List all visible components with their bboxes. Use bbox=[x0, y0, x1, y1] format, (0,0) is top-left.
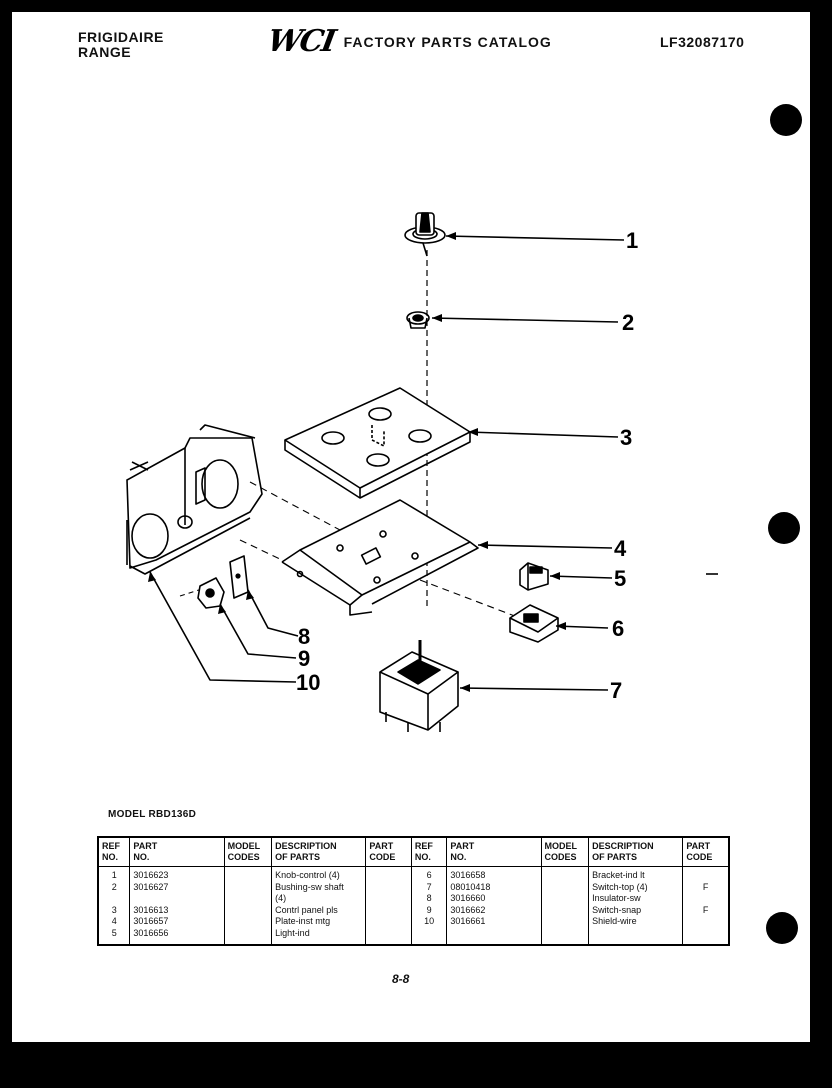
right-descriptions: Bracket-ind lt Switch-top (4) Insulator-… bbox=[588, 866, 684, 945]
page-number: 8-8 bbox=[392, 972, 410, 986]
model-label: MODEL RBD136D bbox=[108, 809, 197, 820]
table-row: 1 2 3 4 5 3016623 3016627 3016613 301665… bbox=[97, 866, 730, 945]
catalog-header: WCI FACTORY PARTS CATALOG bbox=[265, 24, 552, 59]
header-part-code-2: PART CODE bbox=[682, 836, 730, 867]
callout-2: 2 bbox=[622, 310, 634, 335]
callout-6: 6 bbox=[612, 616, 624, 641]
header-ref-no: REF NO. bbox=[97, 836, 131, 867]
callout-4: 4 bbox=[614, 536, 627, 561]
left-model-codes bbox=[223, 866, 273, 945]
header-part-no-2: PART NO. bbox=[446, 836, 542, 867]
right-ref-numbers: 6 7 8 9 10 bbox=[410, 866, 448, 945]
brand-block: FRIGIDAIRE RANGE bbox=[78, 30, 164, 60]
left-descriptions: Knob-control (4) Bushing-sw shaft (4) Co… bbox=[271, 866, 367, 945]
part-insulator bbox=[229, 555, 249, 599]
part-indicator-light bbox=[519, 562, 549, 591]
part-shield-bracket bbox=[126, 424, 263, 575]
part-control-panel bbox=[284, 387, 471, 499]
leader-lines bbox=[149, 235, 625, 691]
callout-9: 9 bbox=[298, 646, 310, 671]
exploded-parts-diagram: 1 2 3 4 5 6 7 8 9 10 bbox=[126, 212, 718, 732]
right-part-codes: F F bbox=[682, 866, 730, 945]
binder-hole-top bbox=[770, 104, 802, 136]
header-part-code: PART CODE bbox=[365, 836, 412, 867]
header-description: DESCRIPTION OF PARTS bbox=[271, 836, 367, 867]
part-bushing bbox=[406, 311, 430, 329]
left-part-codes bbox=[365, 866, 412, 945]
left-part-numbers: 3016623 3016627 3016613 3016657 3016656 bbox=[129, 866, 225, 945]
callout-8: 8 bbox=[298, 624, 310, 649]
right-part-numbers: 3016658 08010418 3016660 3016662 3016661 bbox=[446, 866, 542, 945]
header-part-no: PART NO. bbox=[129, 836, 225, 867]
callout-10: 10 bbox=[296, 670, 320, 695]
part-knob-control bbox=[404, 212, 446, 257]
callout-1: 1 bbox=[626, 228, 638, 253]
left-ref-numbers: 1 2 3 4 5 bbox=[97, 866, 131, 945]
parts-table: REF NO. PART NO. MODEL CODES DESCRIPTION… bbox=[97, 836, 730, 946]
brand-name: FRIGIDAIRE bbox=[78, 29, 164, 45]
product-type: RANGE bbox=[78, 44, 132, 60]
header-model-codes-2: MODEL CODES bbox=[540, 836, 590, 867]
parts-table-header: REF NO. PART NO. MODEL CODES DESCRIPTION… bbox=[97, 836, 730, 867]
callout-5: 5 bbox=[614, 566, 626, 591]
header-description-2: DESCRIPTION OF PARTS bbox=[588, 836, 684, 867]
callout-7: 7 bbox=[610, 678, 622, 703]
catalog-title: FACTORY PARTS CATALOG bbox=[343, 34, 552, 50]
header-model-codes: MODEL CODES bbox=[223, 836, 273, 867]
right-model-codes bbox=[540, 866, 590, 945]
part-mounting-plate bbox=[281, 499, 479, 616]
part-switch-top bbox=[379, 640, 459, 732]
part-switch-snap bbox=[197, 577, 225, 609]
header-ref-no-2: REF NO. bbox=[410, 836, 448, 867]
binder-hole-middle bbox=[768, 512, 800, 544]
catalog-number: LF32087170 bbox=[660, 34, 745, 50]
part-bracket-ind-light bbox=[509, 604, 559, 643]
binder-hole-bottom bbox=[766, 912, 798, 944]
callout-3: 3 bbox=[620, 425, 632, 450]
